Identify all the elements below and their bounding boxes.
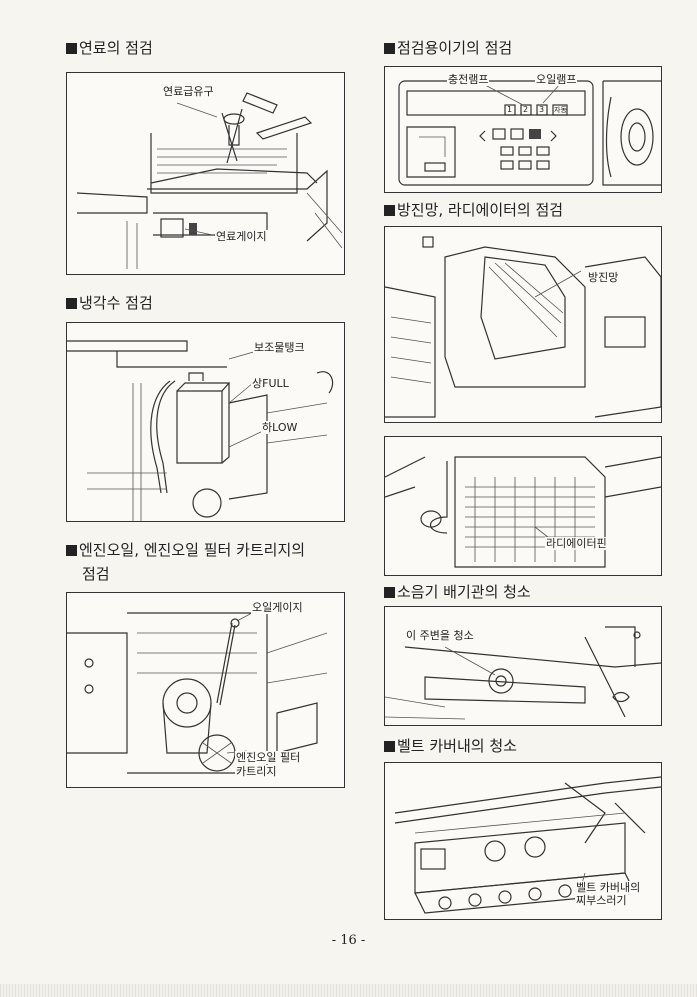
belt-cover-figure: 벨트 카버내의 찌부스러기: [384, 762, 662, 920]
square-bullet-icon: [66, 298, 77, 309]
instrument-panel-illustration: [398, 80, 661, 186]
engine-illustration: [67, 606, 328, 774]
square-bullet-icon: [384, 205, 395, 216]
engine-oil-check-heading-line2: 점검: [82, 565, 110, 583]
belt-cover-label-line1: 벨트 카버내의: [575, 881, 642, 894]
belt-cover-cleaning-heading: 벨트 카버내의 청소: [384, 736, 517, 756]
panel-button-auto: 자동: [554, 106, 567, 114]
page-number: - 16 -: [331, 933, 366, 948]
radiator-illustration: [385, 456, 661, 568]
oil-filter-label-line1: 엔진오일 필터: [235, 751, 302, 764]
fuel-tank-illustration: [76, 92, 343, 269]
instrument-panel-figure: 충전램프 오일램프 1 2 3 자동: [384, 66, 662, 193]
belt-cover-label-line2: 찌부스러기: [575, 894, 628, 907]
oil-filter-label-line2: 카트리지: [235, 765, 278, 778]
square-bullet-icon: [66, 43, 77, 54]
coolant-check-figure: 보조물탱크 상FULL 하LOW: [66, 322, 345, 522]
oil-lamp-label: 오일램프: [535, 73, 578, 86]
radiator-figure: 라디에이터핀: [384, 436, 662, 576]
coolant-tank-illustration: [67, 340, 334, 521]
instruments-check-heading: 점검용이기의 점검: [384, 38, 512, 58]
square-bullet-icon: [384, 741, 395, 752]
dust-screen-figure: 방진망: [384, 226, 662, 423]
muffler-figure: 이 주변을 청소: [384, 606, 662, 726]
screen-radiator-heading: 방진망, 라디에이터의 점검: [384, 200, 563, 220]
engine-oil-figure: 오일게이지 엔진오일 필터 카트리지: [66, 592, 345, 788]
scan-edge-band: [0, 984, 697, 997]
panel-button-2: 2: [523, 105, 529, 114]
muffler-illustration: [385, 626, 661, 720]
coolant-check-heading: 냉각수 점검: [66, 293, 153, 313]
clean-around-label: 이 주변을 청소: [405, 629, 475, 642]
square-bullet-icon: [66, 545, 77, 556]
dust-screen-illustration: [385, 236, 661, 418]
low-level-label: 하LOW: [261, 421, 299, 434]
reserve-tank-label: 보조물탱크: [253, 341, 306, 354]
fuel-check-heading: 연료의 점검: [66, 38, 153, 58]
radiator-fin-label: 라디에이터핀: [545, 537, 608, 550]
panel-button-3: 3: [539, 105, 545, 114]
fuel-gauge-label: 연료게이지: [215, 230, 268, 243]
engine-oil-check-heading: 엔진오일, 엔진오일 필터 카트리지의: [66, 540, 305, 560]
oil-gauge-label: 오일게이지: [251, 601, 304, 614]
full-level-label: 상FULL: [251, 377, 290, 390]
square-bullet-icon: [384, 43, 395, 54]
square-bullet-icon: [384, 587, 395, 598]
fuel-check-figure: 연료급유구 연료게이지: [66, 72, 345, 275]
charge-lamp-label: 충전램프: [447, 73, 490, 86]
muffler-cleaning-heading: 소음기 배기관의 청소: [384, 582, 531, 602]
panel-button-1: 1: [507, 105, 513, 114]
dust-screen-label: 방진망: [587, 271, 620, 284]
fuel-inlet-label: 연료급유구: [162, 85, 215, 98]
